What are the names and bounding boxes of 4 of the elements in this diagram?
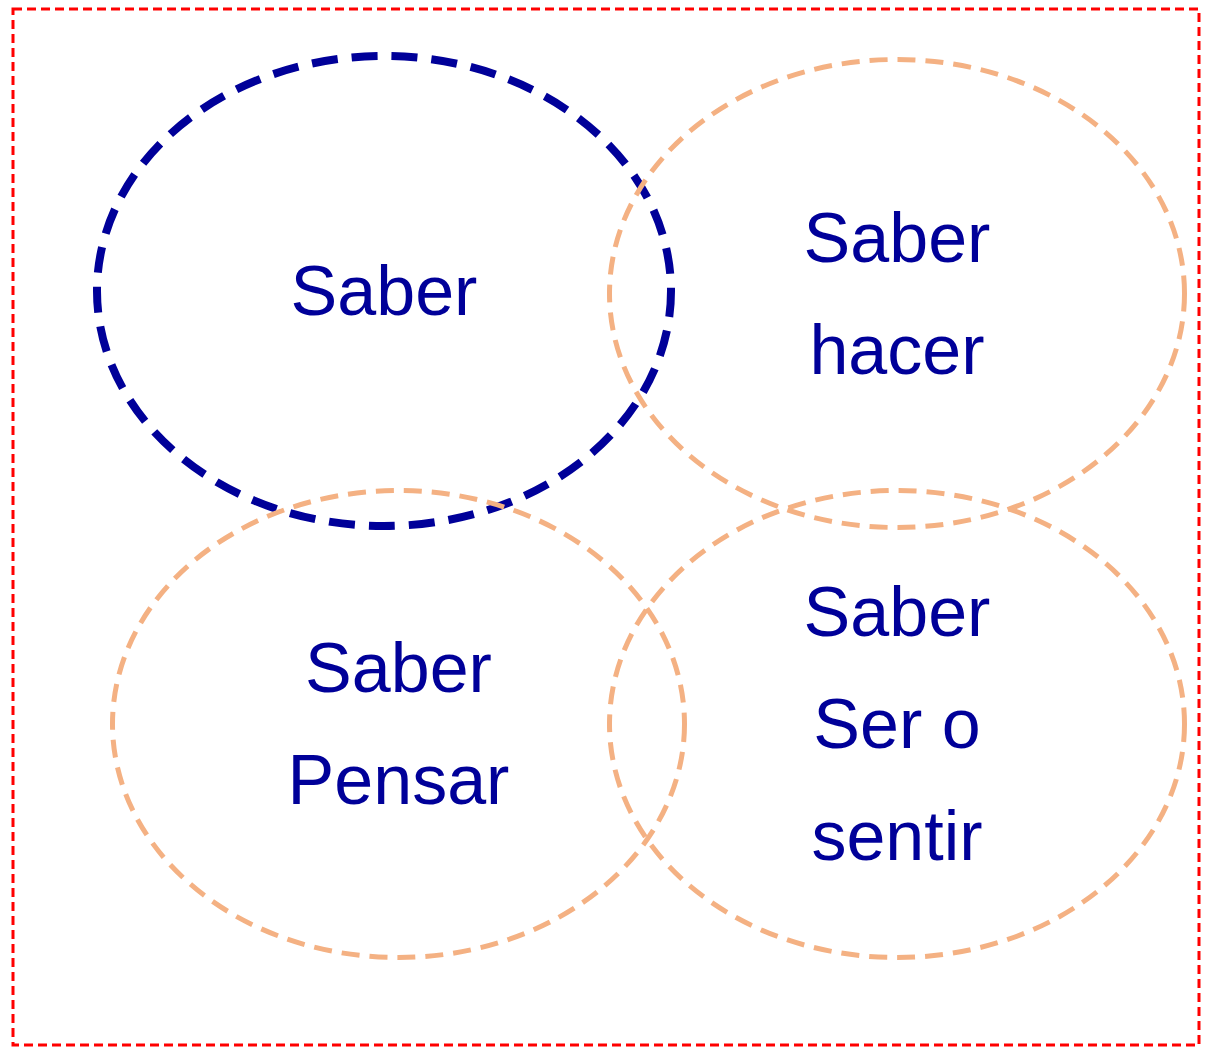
ellipse-label: Saber Pensar — [286, 628, 511, 821]
ellipse-label: Saber Ser o sentir — [802, 572, 992, 877]
ellipse-label: Saber hacer — [802, 197, 992, 391]
ellipse-label: Saber — [289, 251, 479, 332]
